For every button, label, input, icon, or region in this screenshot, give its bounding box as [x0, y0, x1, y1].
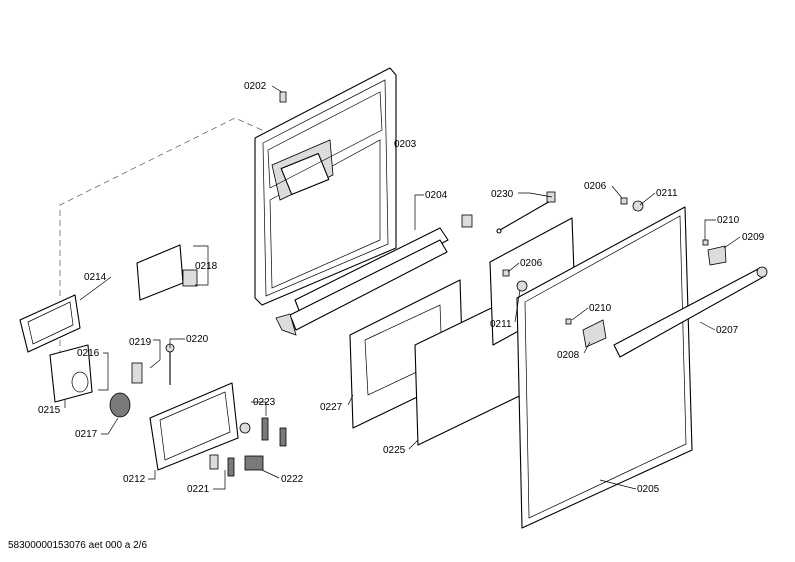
label-0209: 0209	[742, 232, 765, 243]
label-0210-mid: 0210	[589, 303, 612, 314]
label-0208: 0208	[557, 350, 580, 361]
label-0211-mid: 0211	[490, 319, 512, 330]
label-0217: 0217	[75, 429, 98, 440]
label-0206-top: 0206	[584, 181, 607, 192]
handle-bar	[613, 266, 768, 358]
label-0211-top: 0211	[656, 188, 678, 199]
lower-rail	[275, 227, 449, 336]
label-0223: 0223	[253, 397, 276, 408]
springs-0223	[239, 417, 287, 447]
label-0221: 0221	[187, 484, 210, 495]
document-footer: 58300000153076 aet 000 a 2/6	[8, 540, 148, 551]
label-0219: 0219	[129, 337, 152, 348]
label-0214: 0214	[84, 272, 107, 283]
label-0210-top: 0210	[717, 215, 740, 226]
knob-0217	[109, 392, 131, 418]
label-0207: 0207	[716, 325, 739, 336]
label-0202: 0202	[244, 81, 267, 92]
label-0216: 0216	[77, 348, 100, 359]
dispenser-cover-0215	[49, 344, 93, 403]
label-0225: 0225	[383, 445, 406, 456]
spring-0219	[131, 362, 143, 384]
gasket-0214	[19, 294, 81, 353]
label-0204: 0204	[425, 190, 448, 201]
assembly-guide-lines	[59, 117, 263, 355]
bracket-0209	[707, 245, 727, 266]
dispenser-lid-0218	[136, 244, 198, 301]
bracket-0208	[582, 319, 607, 348]
label-0222: 0222	[281, 474, 304, 485]
label-0218: 0218	[195, 261, 218, 272]
label-0205: 0205	[637, 484, 660, 495]
screw-0202	[279, 91, 287, 103]
outer-door-panel	[516, 206, 693, 529]
label-0220: 0220	[186, 334, 209, 345]
part-0221	[209, 454, 235, 477]
inner-door-frame	[254, 67, 397, 306]
part-0222	[244, 455, 264, 471]
part-labels: 0202 0203 0204 0230 0206 0211 0210 0209 …	[38, 81, 765, 495]
label-0206-mid: 0206	[520, 258, 543, 269]
fasteners-top	[502, 197, 709, 325]
dispenser-body-0212	[149, 382, 239, 471]
label-0203: 0203	[394, 139, 417, 150]
label-0215: 0215	[38, 405, 61, 416]
label-0212: 0212	[123, 474, 146, 485]
label-0227: 0227	[320, 402, 343, 413]
pin-0220	[165, 343, 175, 385]
leader-lines	[64, 85, 741, 490]
label-0230: 0230	[491, 189, 514, 200]
